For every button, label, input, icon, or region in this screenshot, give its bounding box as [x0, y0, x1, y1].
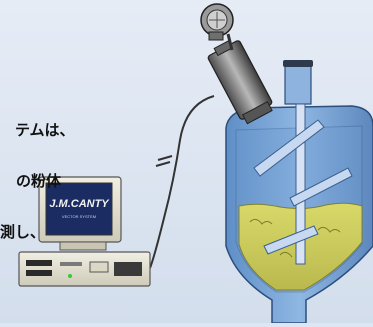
description-line-1: テムは、	[15, 121, 75, 139]
monitor-brand: J.M.CANTY	[49, 198, 110, 210]
computer-base-unit	[18, 251, 151, 287]
signal-cable	[149, 95, 215, 269]
monitor-subtitle: VECTOR SYSTEM	[62, 214, 96, 219]
cable-break-mark	[155, 155, 173, 167]
top-port	[283, 60, 313, 105]
description-text: テムは、 の粉体 測し、	[0, 88, 75, 275]
camera-probe	[200, 3, 273, 125]
description-line-3: 測し、	[0, 223, 46, 241]
description-line-2: の粉体	[16, 172, 62, 190]
mixing-shaft	[253, 103, 353, 265]
computer-monitor: J.M.CANTY VECTOR SYSTEM	[38, 176, 122, 251]
